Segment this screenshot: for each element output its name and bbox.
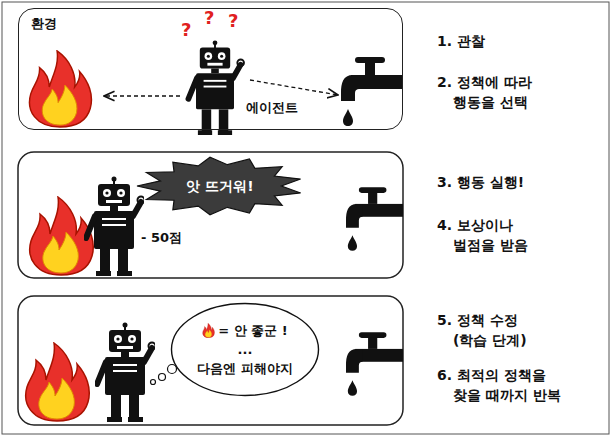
thought-bubble: = 안 좋군 !...다음엔 피해야지: [170, 302, 320, 397]
burst-outline: [137, 157, 301, 215]
question-mark: ?: [228, 11, 238, 31]
step-text: 4. 보상이나 벌점을 받음: [437, 215, 542, 255]
faucet-icon: [341, 57, 403, 126]
thought-text: 다음엔 피해야지: [197, 359, 293, 378]
scene-panel: [18, 152, 403, 278]
faucet-icon: [346, 187, 403, 250]
panel-heading: 환경: [31, 15, 57, 33]
fire-icon: [30, 197, 94, 275]
step-text: 6. 최적의 정책을 찾을 때까지 반복: [437, 365, 567, 405]
fire-icon: [26, 343, 90, 421]
thought-dot: [151, 380, 156, 385]
step-text: 1. 관찰: [437, 31, 485, 51]
exclamation-text: 앗 뜨거워!: [186, 177, 253, 195]
question-mark: ?: [181, 20, 191, 40]
robot-icon: [188, 40, 244, 135]
text-row: 앗 뜨거워!: [186, 177, 253, 195]
text-row: ...: [238, 340, 253, 359]
fire-icon: [30, 51, 92, 127]
thought-dot: [159, 374, 166, 381]
text-group: 앗 뜨거워!: [136, 156, 304, 216]
robot-icon: [97, 323, 156, 423]
question-mark: ?: [204, 8, 214, 28]
penalty-label: - 50점: [141, 228, 182, 248]
robot-icon: [86, 177, 145, 277]
cloud-outline: [172, 304, 319, 396]
fire-icon: [203, 323, 215, 337]
step-text: 3. 행동 실행!: [437, 172, 524, 192]
thought-text: = 안 좋군 !: [218, 321, 287, 340]
dashed-arrow: [104, 95, 180, 96]
speech-burst: 앗 뜨거워!: [136, 156, 304, 216]
agent-label: 에이전트: [246, 98, 298, 118]
step-text: 5. 정책 수정 (학습 단계): [437, 310, 542, 350]
step-text: 2. 정책에 따라 행동을 선택: [437, 72, 542, 112]
text-row: 다음엔 피해야지: [197, 359, 293, 378]
text-group: = 안 좋군 !...다음엔 피해야지: [170, 302, 320, 397]
scene-panel: [18, 296, 403, 425]
fire-icon: [202, 323, 215, 338]
thought-dot: [168, 365, 177, 374]
thought-text: ...: [238, 340, 253, 359]
dashed-arrow: [250, 80, 338, 95]
faucet-icon: [346, 332, 403, 395]
text-row: = 안 좋군 !: [202, 321, 287, 340]
text-row: 환경: [31, 15, 57, 33]
